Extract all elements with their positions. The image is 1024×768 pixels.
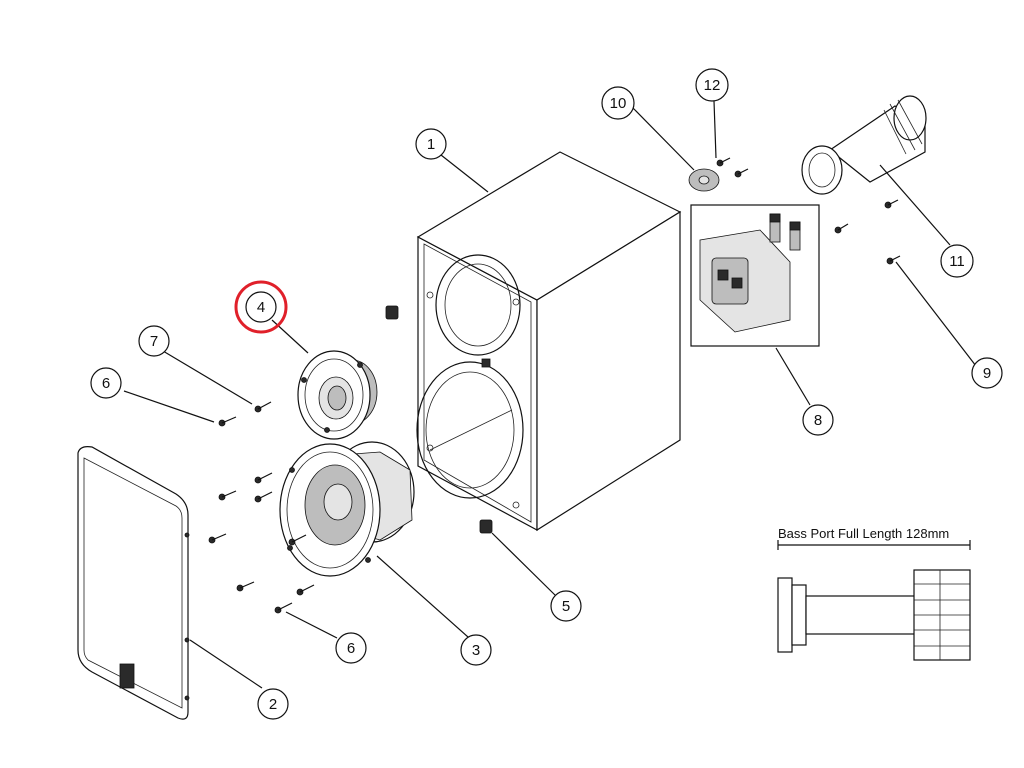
callout-3: 3 [460,634,492,666]
callout-8: 8 [802,404,834,436]
terminal-screw [886,255,901,265]
svg-text:4: 4 [257,299,265,316]
callout-5: 5 [550,590,582,622]
callout-4-highlighted: 4 [234,280,288,334]
woofer-screw [236,581,255,592]
svg-text:6: 6 [347,640,355,657]
screws [208,157,901,614]
woofer-screw [274,602,293,614]
svg-text:7: 7 [150,333,158,350]
bass-port-side-view: Bass Port Full Length 128mm [777,526,971,661]
terminal-panel [690,204,820,347]
callouts: 1 2 3 4 5 6 6 7 8 9 10 11 12 [90,68,1003,720]
svg-text:10: 10 [610,95,627,112]
svg-text:5: 5 [562,598,570,615]
callout-10: 10 [601,86,635,120]
bracket-screw [734,168,749,178]
woofer-screw [254,491,273,503]
callout-1: 1 [415,128,447,160]
bracket-screw [716,157,731,167]
svg-text:3: 3 [472,642,480,659]
highlight-ring [234,280,288,334]
woofer-screw [296,584,315,596]
callout-2: 2 [257,688,289,720]
svg-text:6: 6 [102,375,110,392]
bass-port-title: Bass Port Full Length 128mm [778,526,949,541]
woofer [279,441,415,577]
woofer-screw [218,416,237,427]
cabinet [416,151,682,532]
callout-6-upper: 6 [90,367,122,399]
svg-text:2: 2 [269,696,277,713]
callout-7: 7 [138,325,170,357]
tweeter-screw [254,401,272,413]
woofer-screw [254,472,273,484]
feet [385,305,493,534]
terminal-screw [834,223,849,234]
bass-port [801,95,927,195]
woofer-screw [208,533,227,544]
svg-text:8: 8 [814,412,822,429]
terminal-screw [884,199,899,209]
svg-text:12: 12 [704,77,721,94]
leader-lines [123,100,977,689]
callout-12: 12 [695,68,729,102]
wall-bracket [688,168,720,192]
svg-text:9: 9 [983,365,991,382]
woofer-screw [288,534,307,546]
woofer-screw [218,490,237,501]
callout-9: 9 [971,357,1003,389]
svg-text:11: 11 [949,253,965,270]
grille [77,446,190,720]
callout-6-lower: 6 [335,632,367,664]
callout-11: 11 [940,244,974,278]
svg-text:1: 1 [427,136,435,153]
tweeter [297,350,378,440]
